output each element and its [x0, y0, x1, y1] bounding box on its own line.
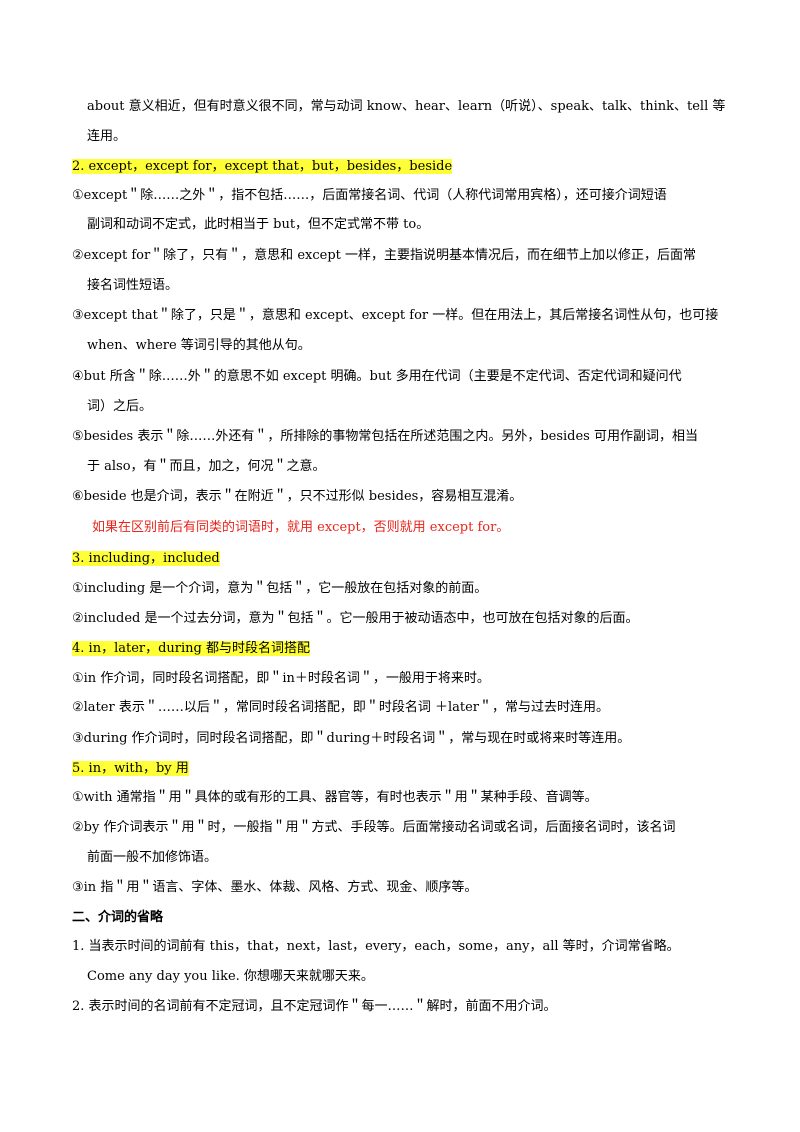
text-line: ③in 指＂用＂语言、字体、墨水、体裁、风格、方式、现金、顺序等。 [72, 878, 477, 898]
text-line: 接名词性短语。 [87, 276, 178, 296]
highlighted-heading: 4. in，later，during 都与时段名词搭配 [72, 641, 310, 656]
example-sentence: Come any day you like. 你想哪天来就哪天来。 [87, 967, 374, 987]
text-line-content: ②included 是一个过去分词，意为＂包括＂。它一般用于被动语态中，也可放在… [72, 611, 639, 626]
text-line: 1. 当表示时间的词前有 this，that，next，last，every，e… [72, 937, 680, 957]
text-line-content: about 意义相近，但有时意义很不同，常与动词 know、hear、learn… [87, 99, 726, 114]
text-line-content: 前面一般不加修饰语。 [87, 850, 218, 865]
text-line: ⑥beside 也是介词，表示＂在附近＂，只不过形似 besides，容易相互混… [72, 487, 522, 507]
text-line: ②included 是一个过去分词，意为＂包括＂。它一般用于被动语态中，也可放在… [72, 609, 638, 629]
text-line: 前面一般不加修饰语。 [87, 848, 217, 868]
text-line-content: ①with 通常指＂用＂具体的或有形的工具、器官等，有时也表示＂用＂某种手段、音… [72, 790, 598, 805]
text-line: ①except＂除……之外＂，指不包括……，后面常接名词、代词（人称代词常用宾格… [72, 186, 667, 206]
text-line-content: ③except that＂除了，只是＂，意思和 except、except fo… [72, 308, 719, 323]
text-line: when、where 等词引导的其他从句。 [87, 336, 311, 356]
text-line: ①including 是一个介词，意为＂包括＂，它一般放在包括对象的前面。 [72, 579, 487, 599]
text-line-content: 1. 当表示时间的词前有 this，that，next，last，every，e… [72, 939, 680, 954]
text-line: ③during 作介词时，同时段名词搭配，即＂during＋时段名词＂，常与现在… [72, 729, 630, 749]
text-line: ④but 所含＂除……外＂的意思不如 except 明确。but 多用在代词（主… [72, 367, 682, 387]
section-heading-2: 2. except，except for，except that，but，bes… [72, 157, 453, 177]
text-line-content: when、where 等词引导的其他从句。 [87, 338, 311, 353]
text-line: ②except for＂除了，只有＂，意思和 except 一样，主要指说明基本… [72, 246, 696, 266]
text-line-content: ③during 作介词时，同时段名词搭配，即＂during＋时段名词＂，常与现在… [72, 731, 631, 746]
highlighted-heading: 2. except，except for，except that，but，bes… [72, 159, 453, 174]
highlighted-heading: 3. including，included [72, 551, 220, 566]
text-line: about 意义相近，但有时意义很不同，常与动词 know、hear、learn… [87, 97, 725, 117]
text-line: ③except that＂除了，只是＂，意思和 except、except fo… [72, 306, 718, 326]
text-line: ⑤besides 表示＂除……外还有＂，所排除的事物常包括在所述范围之内。另外，… [72, 427, 698, 447]
chapter-heading: 二、介词的省略 [72, 908, 163, 928]
text-line: 副词和动词不定式，此时相当于 but，但不定式常不带 to。 [87, 215, 429, 235]
text-line-content: ⑥beside 也是介词，表示＂在附近＂，只不过形似 besides，容易相互混… [72, 489, 523, 504]
text-line-content: 接名词性短语。 [87, 278, 179, 293]
text-line-content: ⑤besides 表示＂除……外还有＂，所排除的事物常包括在所述范围之内。另外，… [72, 429, 698, 444]
text-line-content: ③in 指＂用＂语言、字体、墨水、体裁、风格、方式、现金、顺序等。 [72, 880, 478, 895]
text-line: ①in 作介词，同时段名词搭配，即＂in＋时段名词＂，一般用于将来时。 [72, 669, 490, 689]
text-line: ①with 通常指＂用＂具体的或有形的工具、器官等，有时也表示＂用＂某种手段、音… [72, 788, 598, 808]
text-line-content: ①except＂除……之外＂，指不包括……，后面常接名词、代词（人称代词常用宾格… [72, 188, 667, 203]
text-line-content: 于 also，有＂而且，加之，何况＂之意。 [87, 459, 326, 474]
section-heading-4: 4. in，later，during 都与时段名词搭配 [72, 639, 310, 659]
text-line-content: ①including 是一个介词，意为＂包括＂，它一般放在包括对象的前面。 [72, 581, 488, 596]
example-sentence-text: Come any day you like. 你想哪天来就哪天来。 [87, 969, 374, 984]
section-heading-5: 5. in，with，by 用 [72, 759, 189, 779]
text-line-content: ④but 所含＂除……外＂的意思不如 except 明确。but 多用在代词（主… [72, 369, 682, 384]
text-line-content: 连用。 [87, 129, 127, 144]
text-line: ②by 作介词表示＂用＂时，一般指＂用＂方式、手段等。后面常接动名词或名词，后面… [72, 818, 675, 838]
section-heading-3: 3. including，included [72, 549, 220, 569]
text-line: 连用。 [87, 127, 126, 147]
text-line-content: ②except for＂除了，只有＂，意思和 except 一样，主要指说明基本… [72, 248, 696, 263]
chapter-heading-text: 二、介词的省略 [72, 910, 164, 925]
text-line-content: 副词和动词不定式，此时相当于 but，但不定式常不带 to。 [87, 217, 430, 232]
text-line-content: ②by 作介词表示＂用＂时，一般指＂用＂方式、手段等。后面常接动名词或名词，后面… [72, 820, 676, 835]
text-line-content: ②later 表示＂……以后＂，常同时段名词搭配，即＂时段名词 ＋later＂，… [72, 700, 609, 715]
text-line-content: 词）之后。 [87, 399, 153, 414]
text-line: ②later 表示＂……以后＂，常同时段名词搭配，即＂时段名词 ＋later＂，… [72, 698, 609, 718]
text-line-content: ①in 作介词，同时段名词搭配，即＂in＋时段名词＂，一般用于将来时。 [72, 671, 490, 686]
red-note-text: 如果在区别前后有同类的词语时，就用 except，否则就用 except for… [92, 520, 510, 535]
text-line-content: 2. 表示时间的名词前有不定冠词，且不定冠词作＂每一……＂解时，前面不用介词。 [72, 999, 557, 1014]
highlighted-heading: 5. in，with，by 用 [72, 761, 189, 776]
red-note: 如果在区别前后有同类的词语时，就用 except，否则就用 except for… [92, 518, 509, 538]
text-line: 2. 表示时间的名词前有不定冠词，且不定冠词作＂每一……＂解时，前面不用介词。 [72, 997, 557, 1017]
text-line: 于 also，有＂而且，加之，何况＂之意。 [87, 457, 326, 477]
text-line: 词）之后。 [87, 397, 152, 417]
